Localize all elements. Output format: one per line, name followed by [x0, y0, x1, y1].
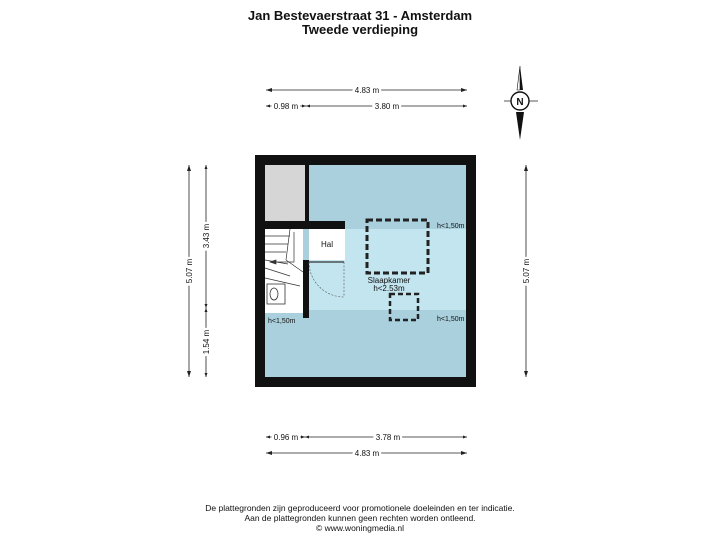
dimension-top-left-label: 0.98 m — [274, 102, 299, 111]
dimension-left-total — [187, 165, 191, 377]
skylight-large — [365, 218, 430, 275]
dimension-top-total-label: 4.83 m — [355, 86, 380, 95]
disclaimer-line-1: De plattegronden zijn geproduceerd voor … — [205, 503, 515, 513]
dimension-left-lower-label: 1.54 m — [202, 329, 211, 354]
dimension-bottom-left-label: 0.96 m — [274, 433, 299, 442]
hal-label: Hal — [321, 240, 333, 249]
hal-floor — [309, 229, 345, 260]
dimension-bottom-right-label: 3.78 m — [376, 433, 401, 442]
inner-wall-hall-top — [305, 221, 345, 229]
dimension-left-split — [204, 165, 208, 377]
door-icon — [308, 261, 345, 298]
height-label-stair-bottom: h<1,50m — [268, 318, 296, 325]
inner-wall-horizontal — [265, 221, 309, 229]
copyright-line: © www.woningmedia.nl — [316, 523, 404, 533]
height-label-stair-top: h<1,50m — [267, 223, 295, 230]
dimension-left-total-label: 5.07 m — [185, 258, 194, 283]
height-label-right-bottom: h<1,50m — [437, 316, 465, 323]
disclaimer-line-2: Aan de plattegronden kunnen geen rechten… — [244, 513, 476, 523]
dimension-left-upper-label: 3.43 m — [202, 223, 211, 248]
dimension-bottom-total-label: 4.83 m — [355, 449, 380, 458]
dimension-bottom-split — [266, 435, 467, 439]
dimension-top-total — [266, 88, 467, 92]
dimension-right-total — [524, 165, 528, 377]
plan-subtitle: Tweede verdieping — [301, 22, 419, 37]
storage-area — [265, 165, 305, 221]
north-compass-icon — [504, 65, 538, 140]
slaapkamer-height-label: h<2.53m — [373, 284, 405, 293]
slaapkamer-label: Slaapkamer — [368, 276, 411, 285]
inner-wall-vertical-bottom — [303, 260, 309, 318]
dimension-right-total-label: 5.07 m — [522, 258, 531, 283]
height-label-right-top: h<1,50m — [437, 223, 465, 230]
toilet-icon — [266, 283, 286, 305]
dimension-bottom-total — [266, 451, 467, 455]
dimension-top-right-label: 3.80 m — [375, 102, 400, 111]
plan-title: Jan Bestevaerstraat 31 - Amsterdam — [247, 8, 473, 23]
inner-wall-vertical-top — [305, 165, 309, 221]
stairs-icon — [264, 228, 304, 287]
dimension-top-split — [266, 104, 467, 108]
compass-north-label: N — [516, 97, 523, 108]
skylight-small — [388, 292, 420, 322]
